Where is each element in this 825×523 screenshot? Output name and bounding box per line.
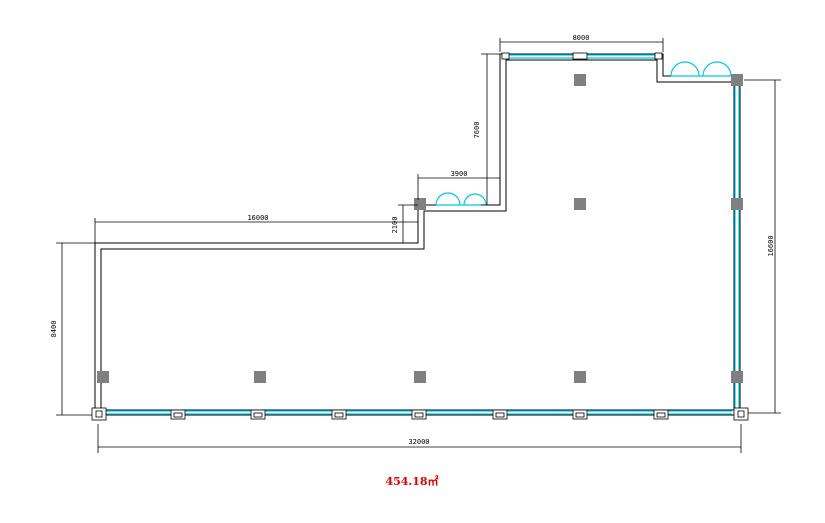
dim-top-window: 8000 (499, 34, 664, 52)
dim-right-height: 16600 (744, 79, 781, 414)
right-glazing (734, 86, 740, 408)
dim-step-height: 2100 (391, 204, 418, 244)
dim-label-left-wing: 16000 (247, 214, 268, 222)
dim-total-width: 32000 (97, 424, 742, 453)
dim-label-upper-wing: 7600 (473, 122, 481, 139)
top-right-door (670, 61, 732, 77)
exterior-walls (94, 53, 741, 416)
dim-step-width: 3900 (417, 170, 501, 200)
dim-left-height: 8400 (50, 242, 95, 416)
top-glazing (501, 52, 663, 60)
area-label: 454.18㎡ (385, 474, 438, 488)
bottom-footings (91, 407, 749, 421)
dim-left-wing: 16000 (94, 214, 419, 243)
dim-label-step-height: 2100 (391, 217, 399, 234)
step-door (435, 192, 487, 206)
dim-label-right-height: 16600 (767, 235, 775, 256)
dim-label-total-width: 32000 (408, 438, 429, 446)
columns (97, 74, 743, 383)
dim-label-left-height: 8400 (50, 321, 58, 338)
dim-upper-wing: 7600 (473, 53, 500, 206)
dim-label-top-window: 8000 (573, 34, 590, 42)
dim-label-step-width: 3900 (451, 170, 468, 178)
